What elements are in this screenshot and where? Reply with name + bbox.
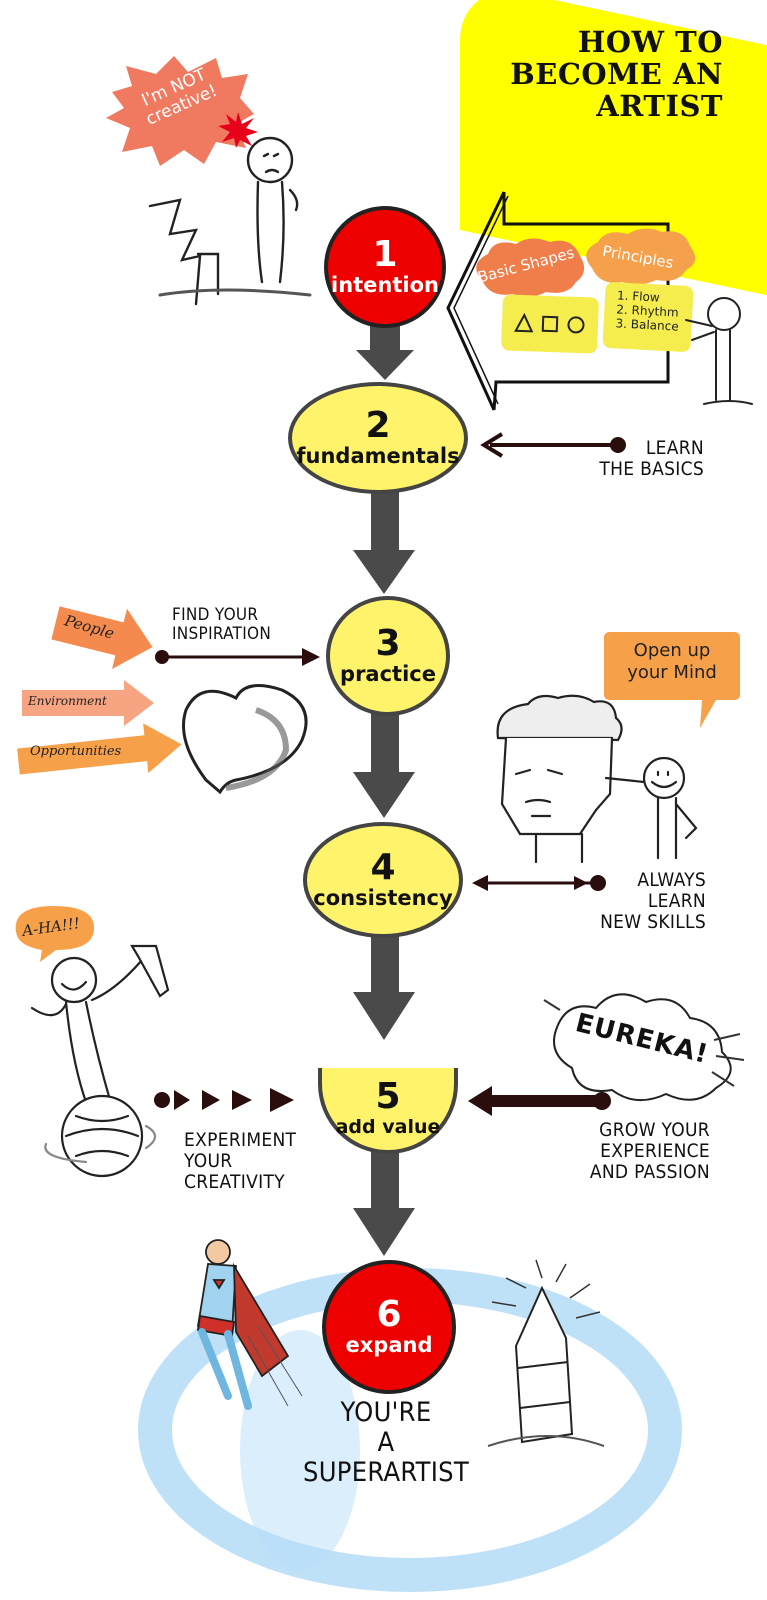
speech-bubble-open-mind-icon: [604, 632, 740, 728]
stick-figure-pointing-icon: [685, 297, 753, 405]
find-inspiration-arrow: [155, 648, 320, 666]
experiment-caption: EXPERIMENT YOUR CREATIVITY: [184, 1130, 296, 1193]
triangle-icon: [514, 312, 534, 333]
superhero-flying-icon: [196, 1239, 303, 1410]
learn-basics-arrow: [480, 432, 626, 458]
step-1-node: 1 intention: [324, 206, 446, 328]
step-3-node: 3 practice: [326, 596, 450, 716]
caption-line: SUPERARTIST: [302, 1457, 470, 1488]
open-head-brain-icon: [496, 694, 698, 864]
source-arrow-environment-icon: [22, 680, 154, 726]
stick-figure-confused-icon: [148, 136, 312, 306]
step-6-node: 6 expand: [322, 1260, 456, 1394]
caption-line: A: [377, 1427, 395, 1458]
grow-experience-caption: GROW YOUR EXPERIENCE AND PASSION: [586, 1120, 710, 1183]
step-number: 4: [370, 847, 396, 888]
caption-line: LEARN: [645, 437, 704, 459]
caption-line: AND PASSION: [589, 1161, 710, 1183]
step-label: expand: [345, 1333, 433, 1357]
speech-line: Open up: [633, 640, 711, 661]
learn-basics-caption: LEARN THE BASICS: [590, 438, 704, 480]
caption-line: LEARN: [647, 890, 706, 912]
flow-arrow-4-5: [353, 932, 415, 1040]
caption-line: CREATIVITY: [184, 1171, 285, 1193]
flow-arrow-2-3: [353, 490, 415, 594]
title-line-1: HOW TO: [577, 25, 723, 59]
speech-line: your Mind: [627, 662, 717, 683]
find-inspiration-caption: FIND YOUR INSPIRATION: [172, 606, 271, 644]
circle-icon: [567, 316, 585, 334]
caption-line: GROW YOUR: [599, 1119, 710, 1141]
caption-line: FIND YOUR: [172, 605, 259, 625]
step-label: consistency: [313, 886, 453, 910]
caption-line: NEW SKILLS: [600, 911, 706, 933]
caption-line: INSPIRATION: [172, 624, 272, 644]
flow-arrow-5-6: [353, 1148, 415, 1256]
flow-arrow-1-2: [356, 322, 414, 380]
caption-line: YOUR: [184, 1150, 233, 1172]
shapes-note: [501, 294, 599, 354]
page-title: HOW TO BECOME AN ARTIST: [510, 26, 723, 122]
title-line-2: BECOME AN: [510, 57, 723, 91]
caption-line: ALWAYS: [637, 869, 706, 891]
step-2-node: 2 fundamentals: [288, 382, 468, 494]
caption-line: EXPERIMENT: [184, 1129, 297, 1151]
stick-figure-pen-on-globe-icon: [30, 944, 170, 1178]
square-icon: [541, 315, 559, 333]
grow-experience-arrow: [468, 1086, 611, 1116]
source-arrow-people-icon: [51, 606, 153, 669]
step-label: practice: [340, 662, 436, 686]
source-label-opportunities: Opportunities: [30, 744, 122, 759]
cloud-principles-icon: [586, 228, 696, 285]
pain-star-icon: [218, 112, 258, 148]
flow-arrow-3-4: [353, 712, 415, 818]
caption-line: THE BASICS: [599, 458, 704, 480]
speech-burst-icon: [106, 56, 254, 166]
cloud-basic-shapes-icon: [476, 238, 585, 297]
step-number: 2: [365, 405, 391, 446]
heart-sketch-icon: [182, 684, 308, 795]
step-label: add value: [335, 1116, 441, 1138]
step-label: fundamentals: [296, 444, 460, 468]
step-number: 1: [372, 234, 398, 275]
source-arrow-opportunities-icon: [17, 723, 182, 775]
always-learn-arrow: [472, 875, 606, 891]
step-4-node: 4 consistency: [303, 822, 463, 938]
caption-line: YOU'RE: [340, 1397, 432, 1428]
rocket-sketch-icon: [487, 1259, 605, 1447]
eureka-burst-icon: [543, 993, 745, 1101]
step-number: 6: [376, 1294, 402, 1335]
speech-open-mind-text: Open up your Mind: [610, 640, 734, 684]
speech-bubble-aha-icon: [15, 906, 94, 962]
step-number: 5: [375, 1076, 401, 1117]
superartist-caption: YOU'RE A SUPERARTIST: [286, 1398, 486, 1488]
experiment-arrow-chevrons: [154, 1088, 294, 1112]
step-number: 3: [375, 623, 401, 664]
caption-line: EXPERIENCE: [600, 1140, 710, 1162]
source-label-environment: Environment: [28, 694, 107, 708]
always-learn-caption: ALWAYS LEARN NEW SKILLS: [592, 870, 706, 933]
title-line-3: ARTIST: [596, 89, 723, 123]
step-label: intention: [331, 273, 439, 297]
